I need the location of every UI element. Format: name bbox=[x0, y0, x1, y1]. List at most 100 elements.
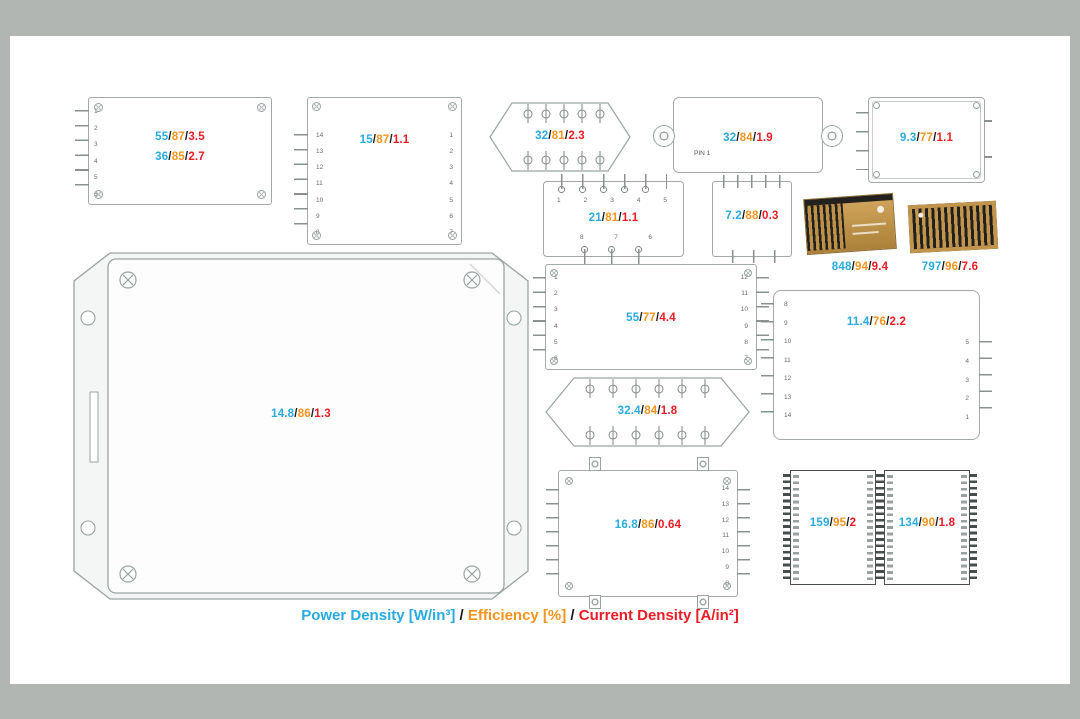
efficiency-value: 96 bbox=[945, 261, 959, 273]
power-density-value: 159 bbox=[809, 517, 830, 529]
screw-icon bbox=[94, 190, 103, 199]
pin-number: 12 bbox=[316, 164, 324, 172]
mounting-hole-icon bbox=[873, 102, 880, 109]
slash: / bbox=[941, 261, 945, 273]
pin-number-column: 1234567 bbox=[449, 132, 453, 236]
left-pins-icon bbox=[783, 474, 791, 583]
rating-label: 55/87/3.5 bbox=[89, 131, 271, 144]
slash: / bbox=[657, 405, 661, 417]
pin-number: 7 bbox=[614, 234, 618, 241]
slash: / bbox=[935, 517, 939, 529]
rating-label: 32/81/2.3 bbox=[489, 130, 631, 143]
mounting-ear-icon bbox=[653, 125, 675, 147]
slash: / bbox=[618, 212, 622, 224]
slash: / bbox=[752, 132, 757, 144]
rating-label: 15/87/1.1 bbox=[308, 134, 461, 147]
pin-number: 11 bbox=[722, 532, 729, 540]
right-pins-icon bbox=[979, 341, 992, 421]
slash: / bbox=[886, 316, 890, 328]
converter-module-7: 7.2/88/0.3 bbox=[712, 175, 792, 263]
screw-icon bbox=[550, 357, 558, 365]
slash: / bbox=[184, 131, 189, 143]
screw-icon bbox=[550, 269, 558, 277]
pin-number: 9 bbox=[725, 564, 729, 572]
dip-module-1: 159/95/2 bbox=[783, 470, 883, 585]
bottom-pins-icon bbox=[732, 250, 776, 263]
rating-label: 11.4/76/2.2 bbox=[774, 316, 979, 329]
rating-label: 21/81/1.1 bbox=[544, 212, 683, 225]
screw-icon bbox=[312, 231, 321, 240]
converter-module-14: 141312111098 16.8/86/0.64 bbox=[546, 457, 750, 609]
pin-number: 5 bbox=[663, 197, 667, 204]
pin-number: 3 bbox=[94, 141, 98, 149]
lid-crease bbox=[469, 263, 501, 295]
pin-icons bbox=[523, 104, 605, 170]
rating-label: 134/90/1.8 bbox=[885, 517, 969, 530]
left-pins-icon bbox=[856, 112, 869, 170]
pin-number: 13 bbox=[316, 148, 324, 156]
left-pins-icon bbox=[533, 277, 546, 363]
power-density-value: 55 bbox=[155, 131, 169, 143]
current-density-value: 1.3 bbox=[314, 408, 331, 420]
slash: / bbox=[933, 132, 937, 144]
pin-number: 5 bbox=[554, 338, 558, 346]
pin-number: 11 bbox=[316, 180, 323, 188]
rating-label: 7.2/88/0.3 bbox=[713, 210, 791, 223]
pin-number: 3 bbox=[610, 197, 614, 204]
legend-efficiency: Efficiency [%] bbox=[467, 607, 567, 624]
power-density-value: 11.4 bbox=[846, 316, 870, 328]
slash: / bbox=[846, 517, 850, 529]
current-density-value: 2 bbox=[849, 517, 857, 529]
power-density-value: 32 bbox=[535, 130, 549, 142]
efficiency-value: 86 bbox=[641, 519, 655, 531]
power-density-value: 7.2 bbox=[725, 210, 742, 222]
mounting-hole-icons bbox=[80, 310, 522, 536]
pin-number: 14 bbox=[316, 132, 324, 139]
standoff-icon bbox=[697, 595, 709, 609]
converter-module-2: 141312111098 1234567 15/87/1.1 bbox=[294, 97, 462, 245]
efficiency-value: 81 bbox=[605, 212, 619, 224]
side-slot bbox=[89, 391, 99, 463]
screw-icon bbox=[723, 477, 731, 485]
screw-icon bbox=[257, 190, 266, 199]
pin-number: 12 bbox=[784, 375, 792, 382]
efficiency-value: 95 bbox=[832, 517, 847, 529]
slash: / bbox=[389, 134, 393, 146]
hex-body bbox=[545, 377, 750, 447]
pin-number: 4 bbox=[94, 157, 98, 165]
pin-number: 11 bbox=[784, 356, 791, 364]
current-density-value: 1.8 bbox=[938, 517, 956, 529]
legend-power-density: Power Density [W/in³] bbox=[301, 607, 456, 624]
current-density-value: 2.2 bbox=[889, 316, 907, 328]
power-density-value: 14.8 bbox=[271, 408, 295, 420]
print-line-icon bbox=[852, 222, 887, 227]
slash: / bbox=[851, 261, 855, 273]
left-pins-icon bbox=[546, 489, 559, 585]
chassis-module-outline bbox=[73, 252, 529, 600]
current-density-value: 1.9 bbox=[756, 132, 773, 144]
pin-number: 12 bbox=[721, 516, 729, 524]
screw-icon bbox=[312, 102, 321, 111]
chassis-lid bbox=[107, 258, 505, 594]
pin-number: 12 bbox=[740, 274, 748, 281]
rating-label: 55/77/4.4 bbox=[546, 312, 756, 325]
screw-icon bbox=[744, 269, 752, 277]
power-density-value: 9.3 bbox=[899, 132, 917, 144]
right-pin-icon bbox=[984, 120, 992, 122]
efficiency-value: 94 bbox=[855, 261, 869, 273]
pin-number: 14 bbox=[721, 485, 729, 492]
efficiency-value: 87 bbox=[171, 131, 185, 143]
slash: / bbox=[958, 261, 962, 273]
pin-number: 14 bbox=[784, 412, 792, 419]
efficiency-value: 87 bbox=[376, 134, 390, 146]
pin-number: 8 bbox=[744, 338, 748, 346]
current-density-value: 7.6 bbox=[961, 261, 979, 273]
standoff-icon bbox=[589, 595, 601, 609]
dip-module-2: 134/90/1.8 bbox=[877, 470, 977, 585]
print-line-icon bbox=[852, 231, 879, 235]
slash: / bbox=[168, 151, 172, 163]
rating-label: 14.8/86/1.3 bbox=[72, 408, 530, 421]
